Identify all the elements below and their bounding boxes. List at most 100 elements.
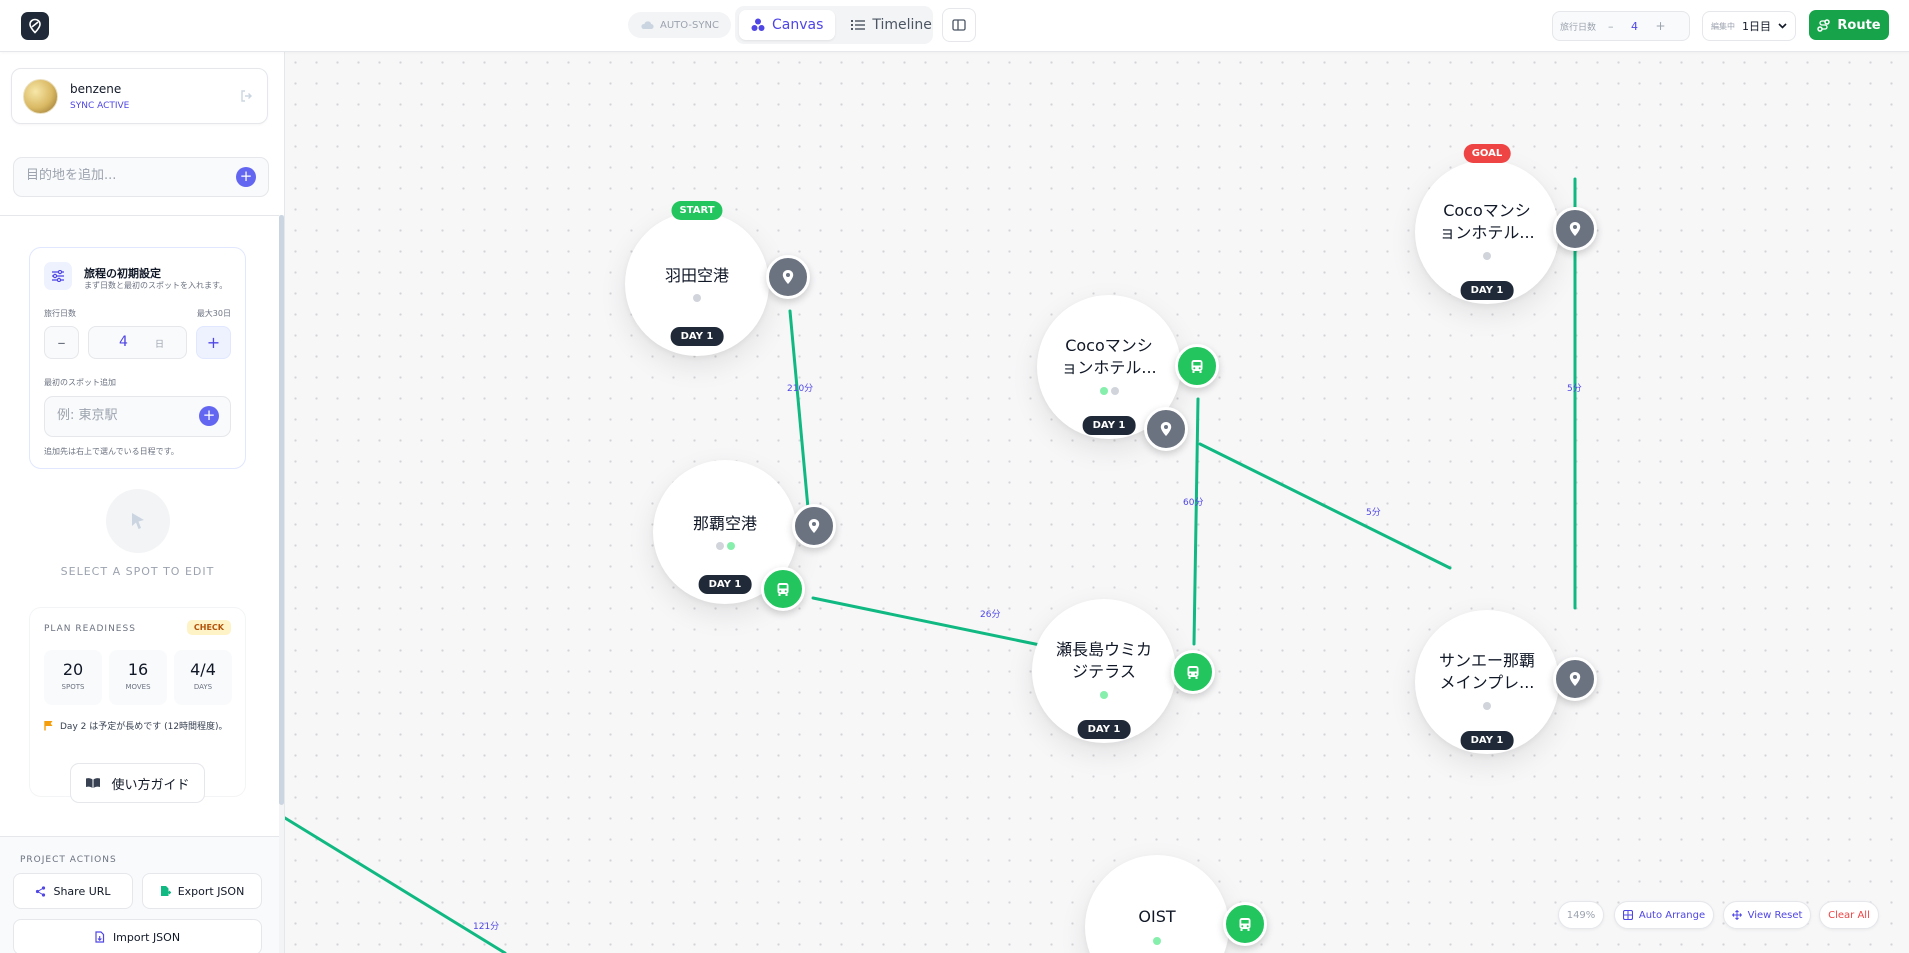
spot-node-haneda[interactable]: START 羽田空港 DAY 1 bbox=[625, 201, 769, 356]
select-spot-placeholder bbox=[106, 489, 170, 553]
itinerary-canvas[interactable]: 210分 26分 60分 5分 5分 121分 START 羽田空港 DAY 1… bbox=[285, 52, 1909, 953]
app-logo[interactable] bbox=[21, 12, 49, 40]
share-icon bbox=[36, 885, 46, 897]
import-icon bbox=[95, 931, 105, 943]
spot-status-dots bbox=[1032, 691, 1176, 699]
spot-name-line2: ョンホテル... bbox=[1439, 223, 1535, 242]
share-url-button[interactable]: Share URL bbox=[13, 873, 133, 909]
editing-day-select[interactable]: 編集中 1日目 bbox=[1702, 11, 1796, 41]
move-icon bbox=[1731, 910, 1742, 920]
spot-name: 羽田空港 bbox=[664, 266, 729, 285]
map-pin-icon bbox=[1160, 422, 1172, 436]
day-badge: DAY 1 bbox=[1082, 416, 1136, 435]
edge-label: 26分 bbox=[980, 610, 1001, 620]
days-decrement-button[interactable]: – bbox=[44, 326, 79, 359]
edge-label: 5分 bbox=[1366, 508, 1381, 518]
max-days-label: 最大30日 bbox=[196, 309, 231, 318]
sidebar-scroll-thumb[interactable] bbox=[279, 215, 284, 805]
pin-handle[interactable] bbox=[1553, 207, 1597, 251]
pin-handle[interactable] bbox=[1553, 657, 1597, 701]
route-edges bbox=[285, 177, 1577, 953]
route-button[interactable]: Route bbox=[1809, 10, 1889, 40]
add-destination-button[interactable]: + bbox=[236, 167, 256, 187]
edge-coco-senaga[interactable] bbox=[1192, 397, 1200, 646]
stat-days-label: DAYS bbox=[193, 683, 213, 691]
stat-days: 4/4 DAYS bbox=[174, 650, 232, 705]
export-icon bbox=[160, 886, 171, 896]
trip-days-decrement[interactable]: – bbox=[1608, 19, 1614, 33]
days-value-field[interactable]: 4 日 bbox=[88, 326, 187, 359]
import-json-button[interactable]: Import JSON bbox=[13, 919, 262, 953]
share-url-label: Share URL bbox=[53, 884, 111, 898]
initial-setup-card: 旅程の初期設定 まず日数と最初のスポットを入れます。 旅行日数 最大30日 – … bbox=[29, 247, 246, 469]
tab-canvas[interactable]: Canvas bbox=[739, 10, 836, 40]
clear-all-button[interactable]: Clear All bbox=[1819, 901, 1879, 929]
stat-spots: 20 SPOTS bbox=[44, 650, 102, 705]
stat-moves: 16 MOVES bbox=[109, 650, 167, 705]
toggle-panel-button[interactable] bbox=[942, 8, 976, 42]
first-spot-field: + bbox=[44, 396, 231, 437]
cloud-icon bbox=[641, 21, 654, 30]
edge-label: 210分 bbox=[787, 384, 814, 394]
editing-day-value: 1日目 bbox=[1742, 20, 1771, 33]
pin-handle[interactable] bbox=[1144, 407, 1188, 451]
map-pin-icon bbox=[782, 270, 794, 284]
transit-handle[interactable] bbox=[1223, 902, 1267, 946]
setup-subtitle: まず日数と最初のスポットを入れます。 bbox=[84, 281, 228, 290]
spot-status-dots bbox=[1037, 387, 1181, 395]
zoom-level: 149% bbox=[1558, 901, 1604, 929]
transit-handle[interactable] bbox=[1171, 650, 1215, 694]
bus-icon bbox=[1187, 665, 1199, 679]
zoom-value: 149% bbox=[1566, 909, 1596, 921]
edge-offscreen-oist[interactable] bbox=[285, 816, 507, 953]
stat-days-value: 4/4 bbox=[190, 660, 216, 679]
pin-handle[interactable] bbox=[792, 504, 836, 548]
readiness-title: PLAN READINESS bbox=[44, 624, 136, 634]
edge-naha-senaga[interactable] bbox=[811, 596, 1042, 647]
spot-node-coco-hotel-goal[interactable]: GOAL Cocoマンシ ョンホテル... DAY 1 bbox=[1415, 144, 1559, 304]
edge-coco-sanei[interactable] bbox=[1198, 442, 1452, 570]
destination-input[interactable] bbox=[26, 168, 226, 183]
project-actions: PROJECT ACTIONS Share URL Export JSON Im… bbox=[0, 836, 279, 953]
edge-label: 60分 bbox=[1183, 498, 1204, 508]
trip-days-value[interactable]: 4 bbox=[1631, 19, 1639, 33]
edge-haneda-naha[interactable] bbox=[788, 309, 812, 532]
auto-arrange-button[interactable]: Auto Arrange bbox=[1614, 901, 1714, 929]
tab-timeline[interactable]: Timeline bbox=[839, 10, 944, 40]
route-label: Route bbox=[1837, 17, 1881, 33]
usage-guide-label: 使い方ガイド bbox=[111, 777, 190, 793]
bus-icon bbox=[777, 582, 789, 596]
first-spot-input[interactable] bbox=[57, 408, 197, 423]
setup-title: 旅程の初期設定 bbox=[84, 267, 161, 280]
auto-arrange-label: Auto Arrange bbox=[1638, 909, 1706, 921]
auto-sync-indicator: AUTO-SYNC bbox=[628, 12, 731, 38]
sync-status: SYNC ACTIVE bbox=[70, 101, 130, 111]
view-switcher: Canvas Timeline bbox=[735, 6, 933, 44]
spot-name-line2: ョンホテル... bbox=[1061, 358, 1157, 377]
avatar bbox=[23, 79, 58, 114]
transit-handle[interactable] bbox=[1175, 344, 1219, 388]
view-reset-button[interactable]: View Reset bbox=[1723, 901, 1811, 929]
spot-status-dots bbox=[653, 542, 797, 550]
days-increment-button[interactable]: + bbox=[196, 326, 231, 359]
usage-guide-button[interactable]: 使い方ガイド bbox=[70, 763, 205, 803]
logo-icon bbox=[29, 18, 41, 34]
trip-days-increment[interactable]: + bbox=[1655, 19, 1666, 33]
logout-icon[interactable] bbox=[239, 89, 253, 103]
days-field-label: 旅行日数 bbox=[44, 309, 76, 318]
spot-node-sanei-naha[interactable]: サンエー那覇 メインプレ... DAY 1 bbox=[1415, 610, 1559, 754]
pin-handle[interactable] bbox=[766, 255, 810, 299]
add-first-spot-button[interactable]: + bbox=[199, 406, 219, 426]
sidebar-divider bbox=[0, 215, 284, 216]
setup-note: 追加先は右上で選んでいる日程です。 bbox=[44, 447, 179, 456]
bus-icon bbox=[1191, 359, 1203, 373]
transit-handle[interactable] bbox=[761, 567, 805, 611]
spot-name-line1: サンエー那覇 bbox=[1438, 651, 1535, 670]
export-json-button[interactable]: Export JSON bbox=[142, 873, 262, 909]
grid-icon bbox=[1622, 910, 1633, 920]
edge-label: 5分 bbox=[1567, 384, 1582, 394]
start-tag: START bbox=[671, 201, 723, 220]
export-json-label: Export JSON bbox=[177, 884, 245, 898]
goal-tag: GOAL bbox=[1463, 144, 1511, 163]
spot-node-senagajima[interactable]: 瀬長島ウミカ ジテラス DAY 1 bbox=[1032, 599, 1176, 743]
